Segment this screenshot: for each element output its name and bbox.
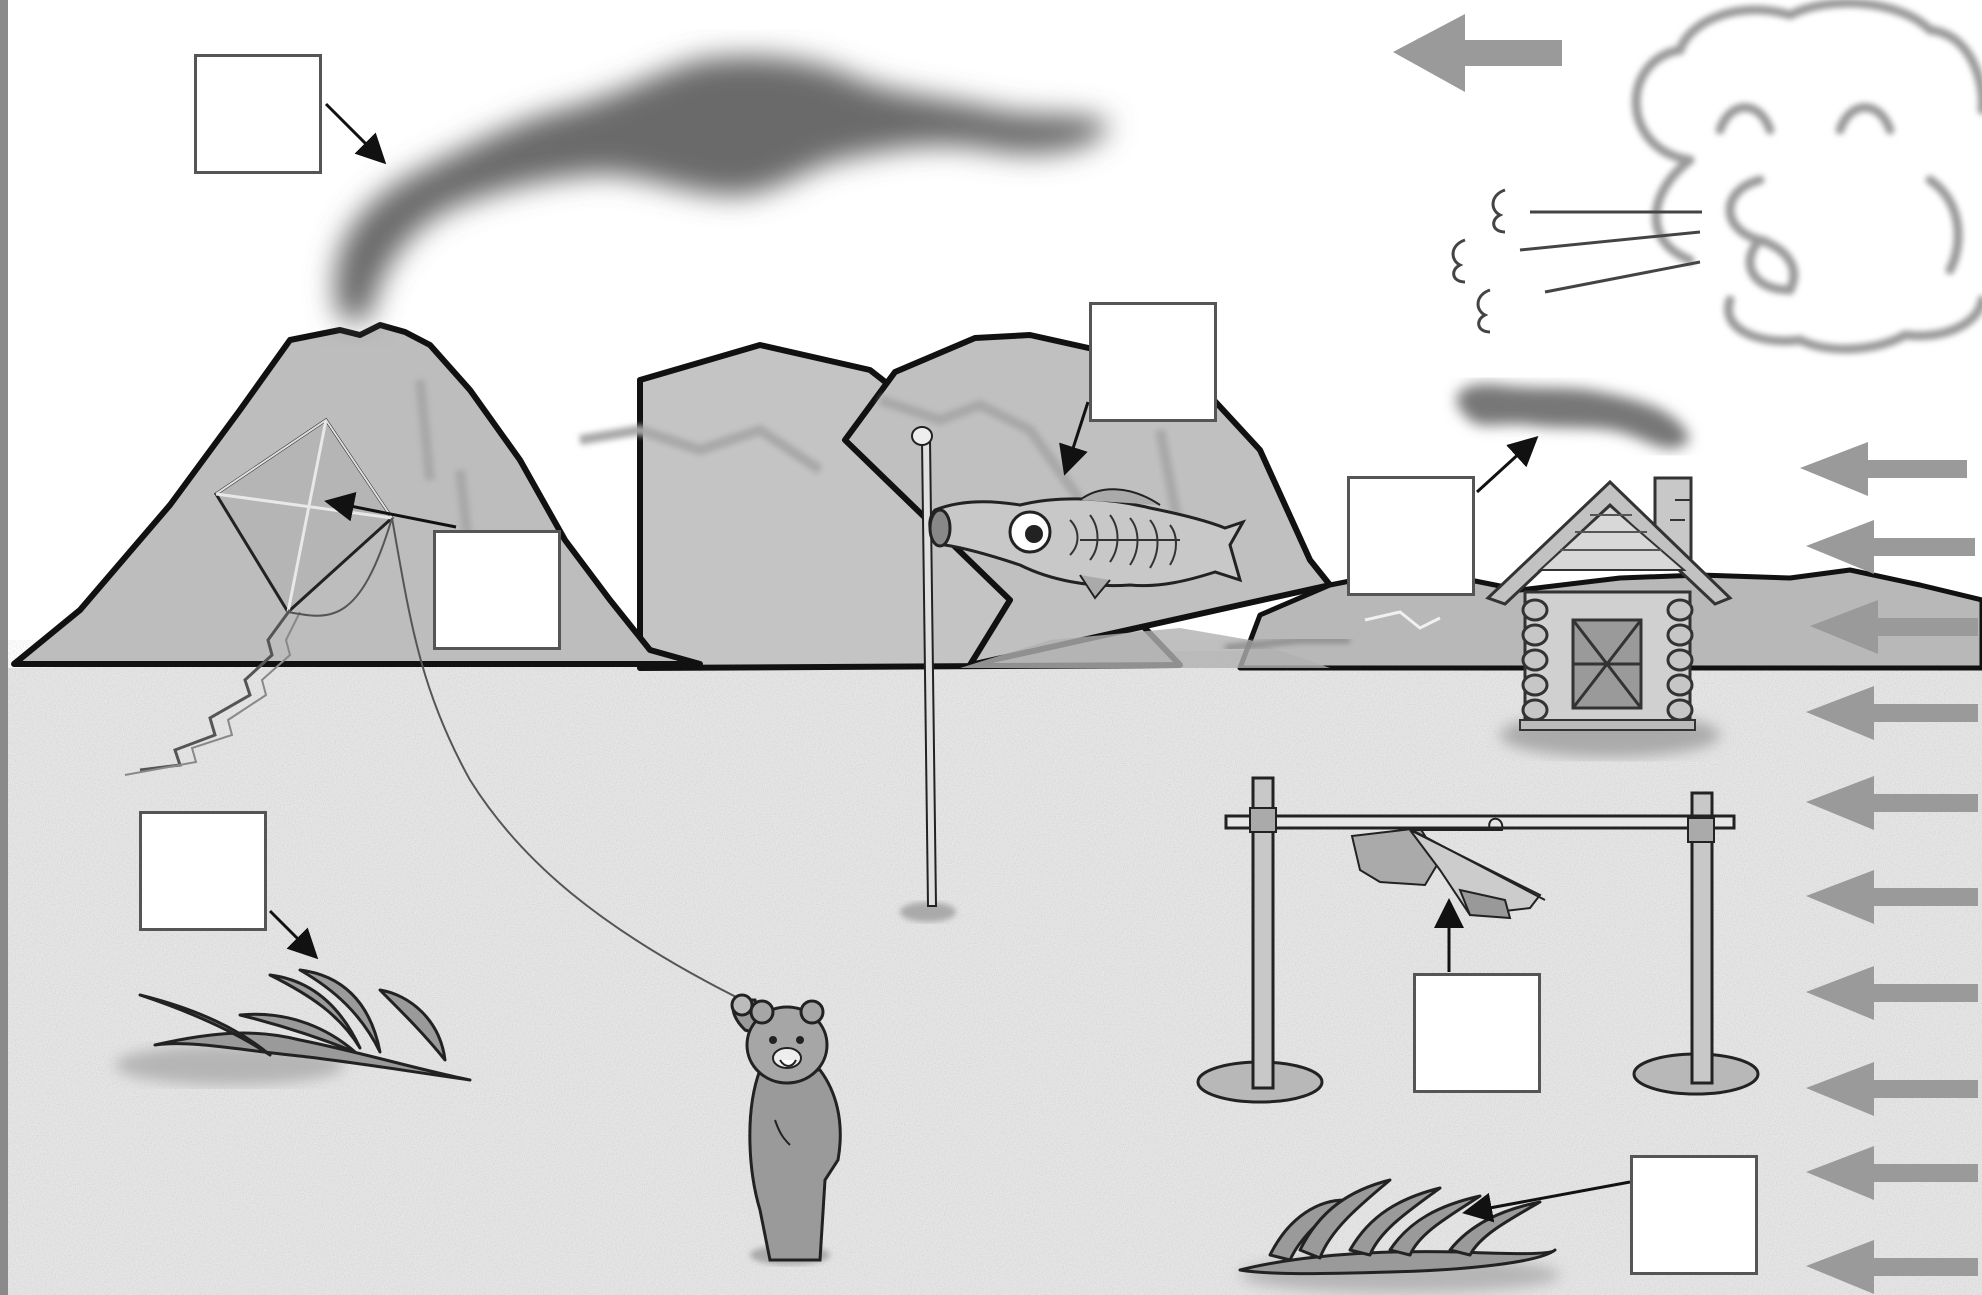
chimney-smoke [1457,384,1690,449]
pointer-arrow-smoke [326,104,382,160]
answer-box-carp-streamer[interactable] [1089,302,1217,422]
pointer-arrow-chimney [1477,440,1534,492]
answer-box-kite[interactable] [433,530,561,650]
answer-box-grass-right[interactable] [1630,1155,1758,1275]
wind-breath-lines [1453,190,1702,332]
answer-box-chimney-smoke[interactable] [1347,476,1475,596]
answer-box-grass-left[interactable] [139,811,267,931]
answer-box-smoke[interactable] [194,54,322,174]
wind-cloud-face [1636,3,1982,349]
volcano-smoke [335,56,1110,320]
left-border [0,0,8,1295]
wind-arrow-top [1393,14,1562,92]
answer-box-laundry[interactable] [1413,973,1541,1093]
